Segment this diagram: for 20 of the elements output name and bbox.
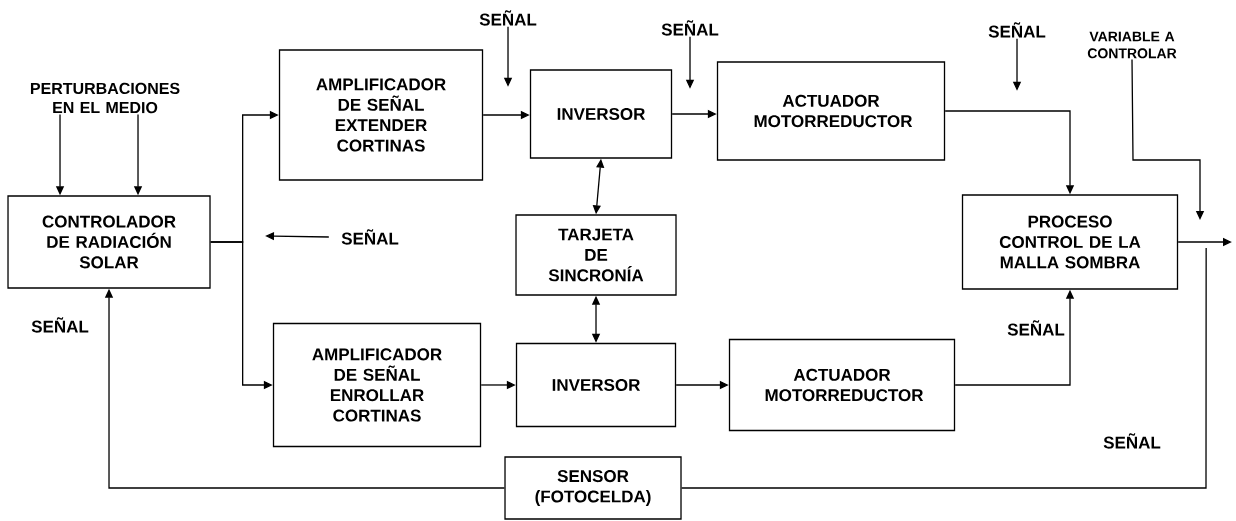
process-box: AMPLIFICADOR DE SEÑAL ENROLLAR CORTINAS [272,322,482,448]
signal-label: SEÑAL [31,317,89,333]
process-box: ACTUADOR MOTORREDUCTOR [728,338,956,432]
input-label: PERTURBACIONES EN EL MEDIO [30,82,180,114]
input-label: SEÑAL [661,20,719,36]
process-box: CONTROLADOR DE RADIACIÓN SOLAR [7,195,211,289]
process-box: INVERSOR [529,69,673,159]
input-label: SEÑAL [988,22,1046,38]
process-box: INVERSOR [515,342,677,428]
process-box: TARJETA DE SINCRONÍA [515,214,677,296]
process-box: PROCESO CONTROL DE LA MALLA SOMBRA [961,194,1179,290]
process-box: ACTUADOR MOTORREDUCTOR [716,61,946,161]
process-box: SENSOR (FOTOCELDA) [504,456,682,520]
arrow [1131,58,1205,220]
input-label: SEÑAL [479,10,537,26]
input-label: SEÑAL [341,229,399,245]
signal-label: SEÑAL [1103,433,1161,449]
process-box: AMPLIFICADOR DE SEÑAL EXTENDER CORTINAS [278,49,484,181]
signal-label: SEÑAL [1007,320,1065,336]
input-label: VARIABLE A CONTROLAR [1087,31,1177,59]
